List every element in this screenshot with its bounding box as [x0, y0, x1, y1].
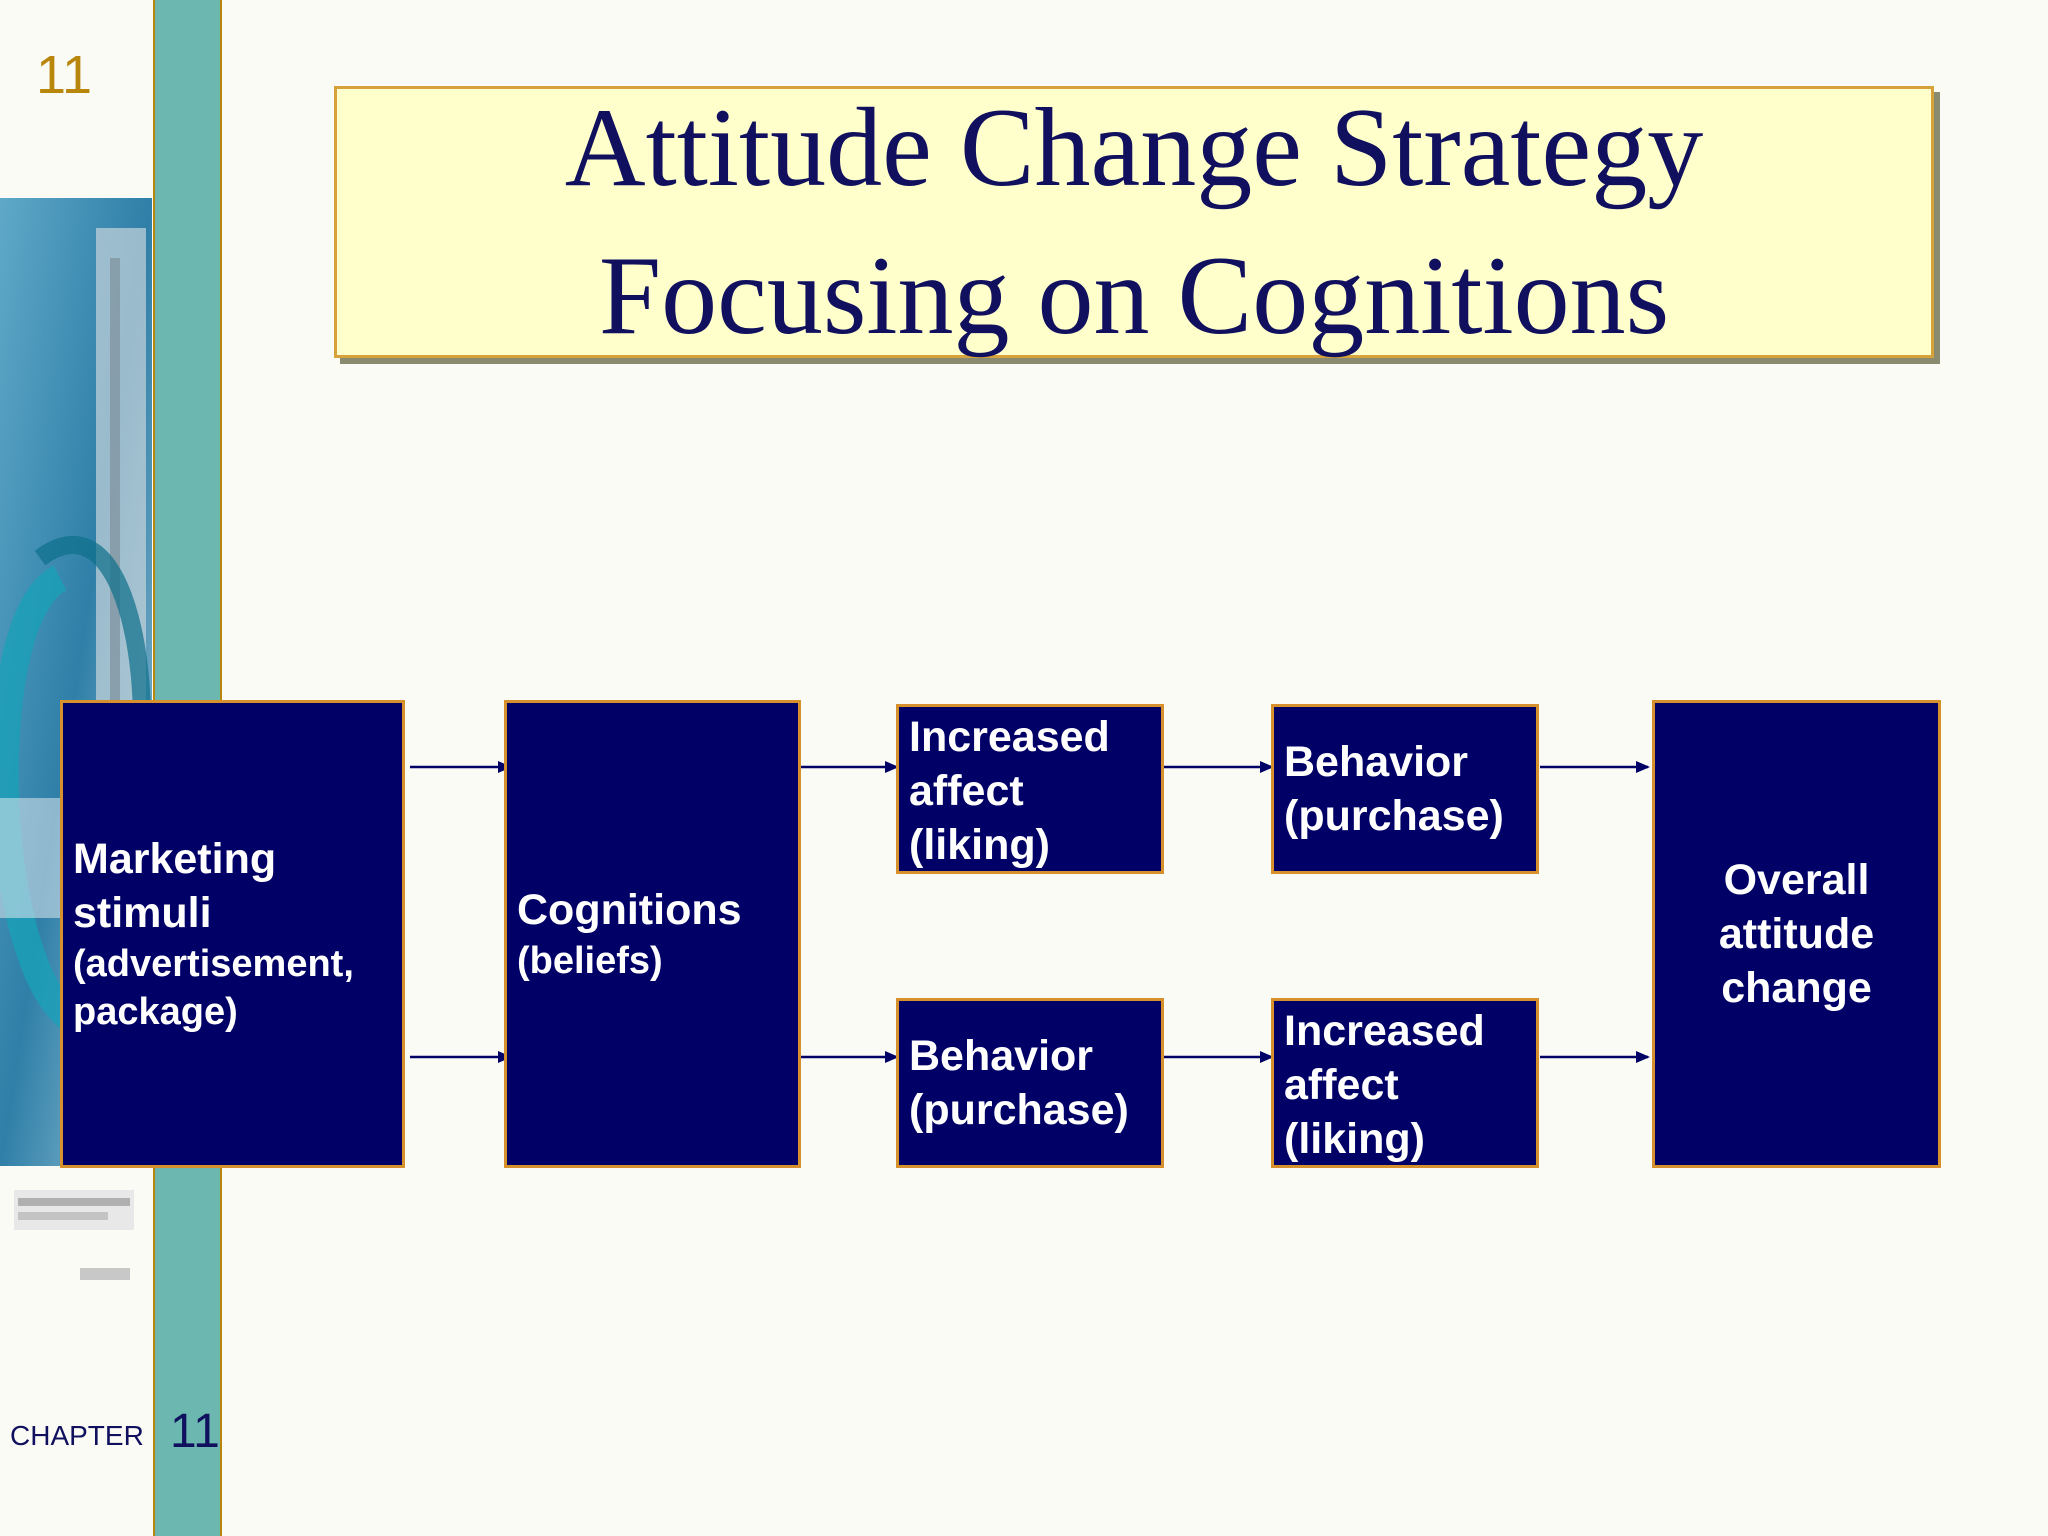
cognitions-line-1: Cognitions	[517, 886, 742, 934]
bottom-increased-affect-box: Increased affect (liking)	[1271, 998, 1539, 1168]
bottom-affect-line-2: affect	[1284, 1061, 1399, 1109]
title-line-1: Attitude Change Strategy	[564, 86, 1704, 210]
cognitions-box: Cognitions (beliefs)	[504, 700, 801, 1168]
top-behavior-line-1: Behavior	[1284, 738, 1469, 786]
top-affect-line-1: Increased	[909, 713, 1110, 761]
book-logo-image	[0, 1180, 152, 1300]
title-line-2: Focusing on Cognitions	[598, 234, 1670, 358]
top-behavior-box: Behavior (purchase)	[1271, 704, 1539, 874]
top-increased-affect-box: Increased affect (liking)	[896, 704, 1164, 874]
outcome-line-2: attitude	[1718, 910, 1875, 958]
bottom-behavior-box: Behavior (purchase)	[896, 998, 1164, 1168]
chapter-label: CHAPTER	[10, 1420, 144, 1451]
chapter-number: 11	[170, 1405, 220, 1458]
top-behavior-line-2: (purchase)	[1284, 792, 1504, 840]
marketing-stimuli-box: Marketing stimuli (advertisement, packag…	[60, 700, 405, 1168]
marketing-line-1: Marketing	[73, 835, 277, 883]
marketing-line-4: package)	[73, 991, 238, 1033]
cognitions-line-2: (beliefs)	[517, 940, 663, 982]
page-number: 11	[36, 45, 93, 105]
top-affect-line-3: (liking)	[909, 821, 1050, 869]
marketing-line-2: stimuli	[73, 889, 212, 937]
outcome-line-3: change	[1721, 964, 1872, 1012]
top-affect-line-2: affect	[909, 767, 1024, 815]
bottom-behavior-line-1: Behavior	[909, 1032, 1094, 1080]
title-box: Attitude Change Strategy Focusing on Cog…	[334, 86, 1934, 358]
outcome-line-1: Overall	[1723, 856, 1870, 904]
bottom-affect-line-3: (liking)	[1284, 1115, 1425, 1163]
marketing-line-3: (advertisement,	[73, 943, 354, 985]
bottom-behavior-line-2: (purchase)	[909, 1086, 1129, 1134]
overall-attitude-change-box: Overall attitude change	[1652, 700, 1941, 1168]
bottom-affect-line-1: Increased	[1284, 1007, 1485, 1055]
